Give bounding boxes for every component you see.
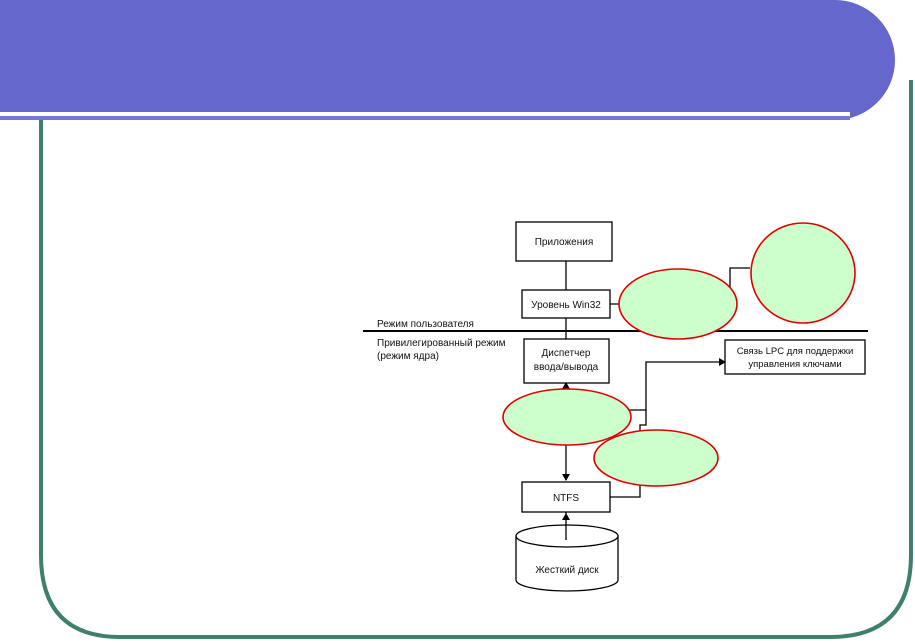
box-io-label-1: Диспетчер (542, 348, 591, 359)
callout-ellipse-top-right (750, 222, 856, 324)
arrow-to-io (562, 382, 570, 389)
label-kernel-mode-1: Привилегированный режим (377, 338, 506, 349)
box-win32-label: Уровень Win32 (531, 300, 601, 311)
slide-frame (39, 80, 913, 639)
box-ntfs-label: NTFS (553, 493, 579, 504)
link-io-ntfs-side (610, 410, 647, 498)
box-ntfs (521, 481, 611, 513)
arrow-up-from-disk (562, 513, 570, 520)
box-lpc (724, 339, 866, 375)
callout-ellipse-win32 (618, 268, 738, 340)
callout-ellipse-io (502, 388, 632, 446)
arrow-to-ntfs (562, 474, 570, 481)
arrow-to-lpc (719, 358, 726, 366)
box-win32 (521, 289, 611, 319)
header-band (0, 0, 895, 120)
box-apps-label: Приложения (535, 237, 594, 248)
header-underline (0, 112, 850, 116)
box-io-manager (523, 338, 610, 384)
callout-ellipse-ntfs (593, 429, 719, 487)
header-underline-shadow (0, 116, 850, 120)
label-kernel-mode-2: (режим ядра) (377, 351, 439, 362)
box-apps (515, 221, 613, 262)
box-lpc-label-2: управления ключами (748, 359, 841, 370)
label-user-mode: Режим пользователя (377, 319, 474, 330)
disk-label: Жесткий диск (535, 565, 599, 576)
box-lpc-label-1: Связь LPC для поддержки (737, 346, 854, 357)
box-io-label-2: ввода/вывода (534, 362, 599, 373)
disk-cylinder (515, 524, 619, 592)
